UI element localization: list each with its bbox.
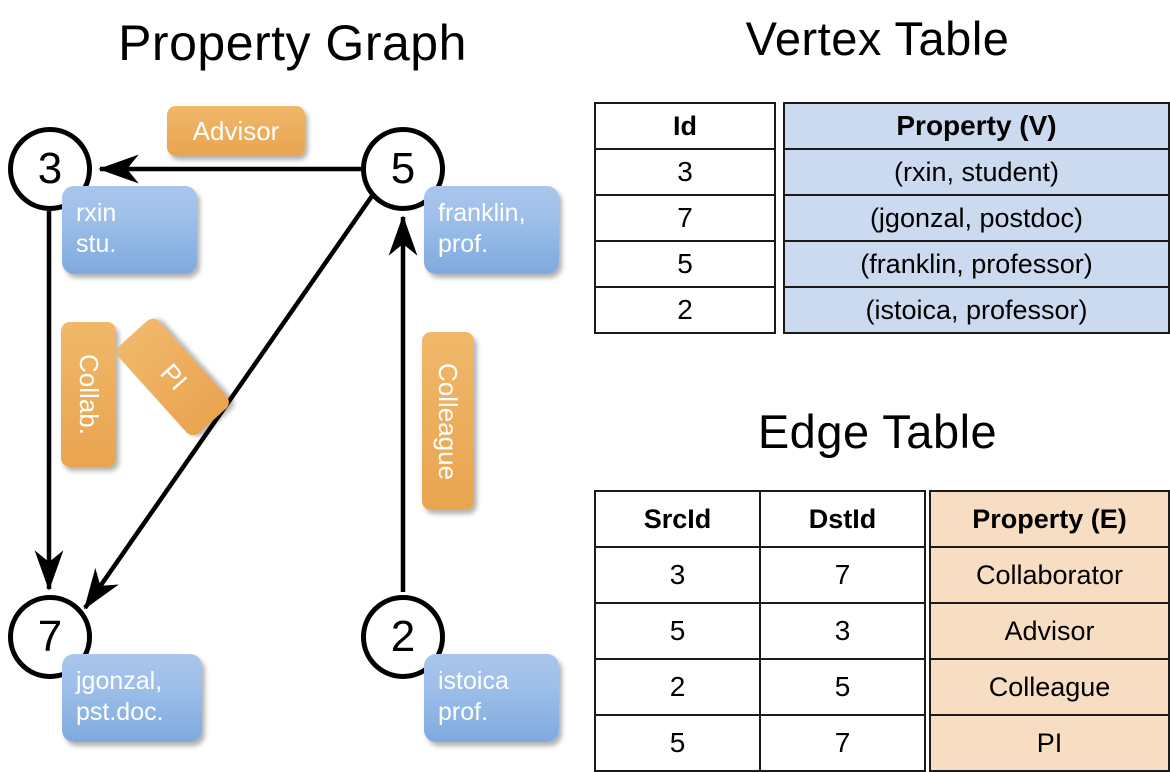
table-header-row: Property (V) [783, 102, 1170, 150]
edge-table-cell-property: Advisor [929, 602, 1170, 660]
edge-label-collab-text: Collab. [74, 354, 104, 435]
table-row: 2 5 [594, 658, 926, 716]
page-title-vertex-table: Vertex Table [745, 12, 1010, 65]
edge-table-cell-dstid: 7 [759, 546, 926, 604]
table-row: Colleague [929, 658, 1170, 716]
vertex-table-header-property: Property (V) [783, 102, 1170, 150]
edge-label-collab: Collab. [61, 322, 116, 467]
vertex-table-cell-property: (rxin, student) [783, 148, 1170, 196]
vertex-table-header-id: Id [594, 102, 776, 150]
node-property-rxin-line1: rxin [76, 199, 117, 227]
graph-node-2[interactable]: 2 [361, 595, 445, 679]
node-property-istoica-line2: prof. [438, 698, 489, 726]
table-row: 5 [594, 240, 776, 288]
edge-table-cell-srcid: 5 [594, 714, 761, 772]
property-graph-diagram: Advisor Collab. PI Colleague 3 5 7 2 rxi… [0, 0, 585, 760]
vertex-table-cell-id: 3 [594, 148, 776, 196]
edge-table-cell-property: Collaborator [929, 546, 1170, 604]
edge-table-header-srcid: SrcId [594, 490, 761, 548]
edge-table-cell-srcid: 3 [594, 546, 761, 604]
node-property-jgonzal-line1: jgonzal, [76, 667, 163, 695]
graph-node-5[interactable]: 5 [361, 127, 445, 211]
edge-table-cell-property: PI [929, 714, 1170, 772]
vertex-table-cell-id: 7 [594, 194, 776, 242]
vertex-table-cell-id: 2 [594, 286, 776, 334]
table-row: Advisor [929, 602, 1170, 660]
table-row: 3 7 [594, 546, 926, 604]
vertex-table-cell-property: (franklin, professor) [783, 240, 1170, 288]
table-row: 7 [594, 194, 776, 242]
table-row: 5 3 [594, 602, 926, 660]
graph-node-7-label: 7 [37, 612, 63, 661]
node-property-box-rxin: rxin stu. [62, 186, 197, 274]
table-row: (rxin, student) [783, 148, 1170, 196]
vertex-table-cell-property: (jgonzal, postdoc) [783, 194, 1170, 242]
node-property-box-franklin: franklin, prof. [424, 186, 559, 274]
edge-table-cell-property: Colleague [929, 658, 1170, 716]
graph-node-3-label: 3 [37, 144, 63, 193]
table-row: (franklin, professor) [783, 240, 1170, 288]
node-property-jgonzal-line2: pst.doc. [76, 698, 164, 726]
edge-table-cell-dstid: 5 [759, 658, 926, 716]
table-row: (jgonzal, postdoc) [783, 194, 1170, 242]
edge-label-colleague: Colleague [422, 332, 474, 510]
page-title-edge-table: Edge Table [757, 405, 998, 458]
graph-node-5-label: 5 [390, 144, 416, 193]
page-title-property-graph: Property Graph [118, 15, 467, 71]
edge-label-pi-text: PI [153, 357, 193, 396]
node-property-rxin-line2: stu. [76, 230, 117, 258]
table-row: Collaborator [929, 546, 1170, 604]
table-row: (istoica, professor) [783, 286, 1170, 334]
table-header-row: SrcId DstId [594, 490, 926, 548]
table-row: 2 [594, 286, 776, 334]
table-header-row: Property (E) [929, 490, 1170, 548]
edge-table-cell-srcid: 5 [594, 602, 761, 660]
vertex-table-cell-property: (istoica, professor) [783, 286, 1170, 334]
edge-table-id-columns: SrcId DstId 3 7 5 3 2 5 5 7 [594, 490, 926, 772]
edge-table-cell-dstid: 3 [759, 602, 926, 660]
vertex-table-id-column: Id 3 7 5 2 [594, 102, 776, 334]
table-header-row: Id [594, 102, 776, 150]
table-row: 3 [594, 148, 776, 196]
node-property-box-jgonzal: jgonzal, pst.doc. [62, 654, 202, 742]
node-property-box-istoica: istoica prof. [424, 654, 559, 742]
edge-table-property-column: Property (E) Collaborator Advisor Collea… [929, 490, 1170, 772]
edge-label-colleague-text: Colleague [433, 362, 464, 480]
node-property-istoica-line1: istoica [438, 667, 509, 695]
table-row: PI [929, 714, 1170, 772]
edge-table-cell-srcid: 2 [594, 658, 761, 716]
edge-table-header-property: Property (E) [929, 490, 1170, 548]
edge-table-cell-dstid: 7 [759, 714, 926, 772]
edge-label-advisor: Advisor [167, 106, 305, 156]
node-property-franklin-line2: prof. [438, 230, 489, 258]
vertex-table-cell-id: 5 [594, 240, 776, 288]
table-row: 5 7 [594, 714, 926, 772]
vertex-table-property-column: Property (V) (rxin, student) (jgonzal, p… [783, 102, 1170, 334]
graph-node-2-label: 2 [390, 612, 416, 661]
node-property-franklin-line1: franklin, [438, 199, 526, 227]
edge-label-advisor-text: Advisor [192, 115, 280, 146]
edge-table-header-dstid: DstId [759, 490, 926, 548]
